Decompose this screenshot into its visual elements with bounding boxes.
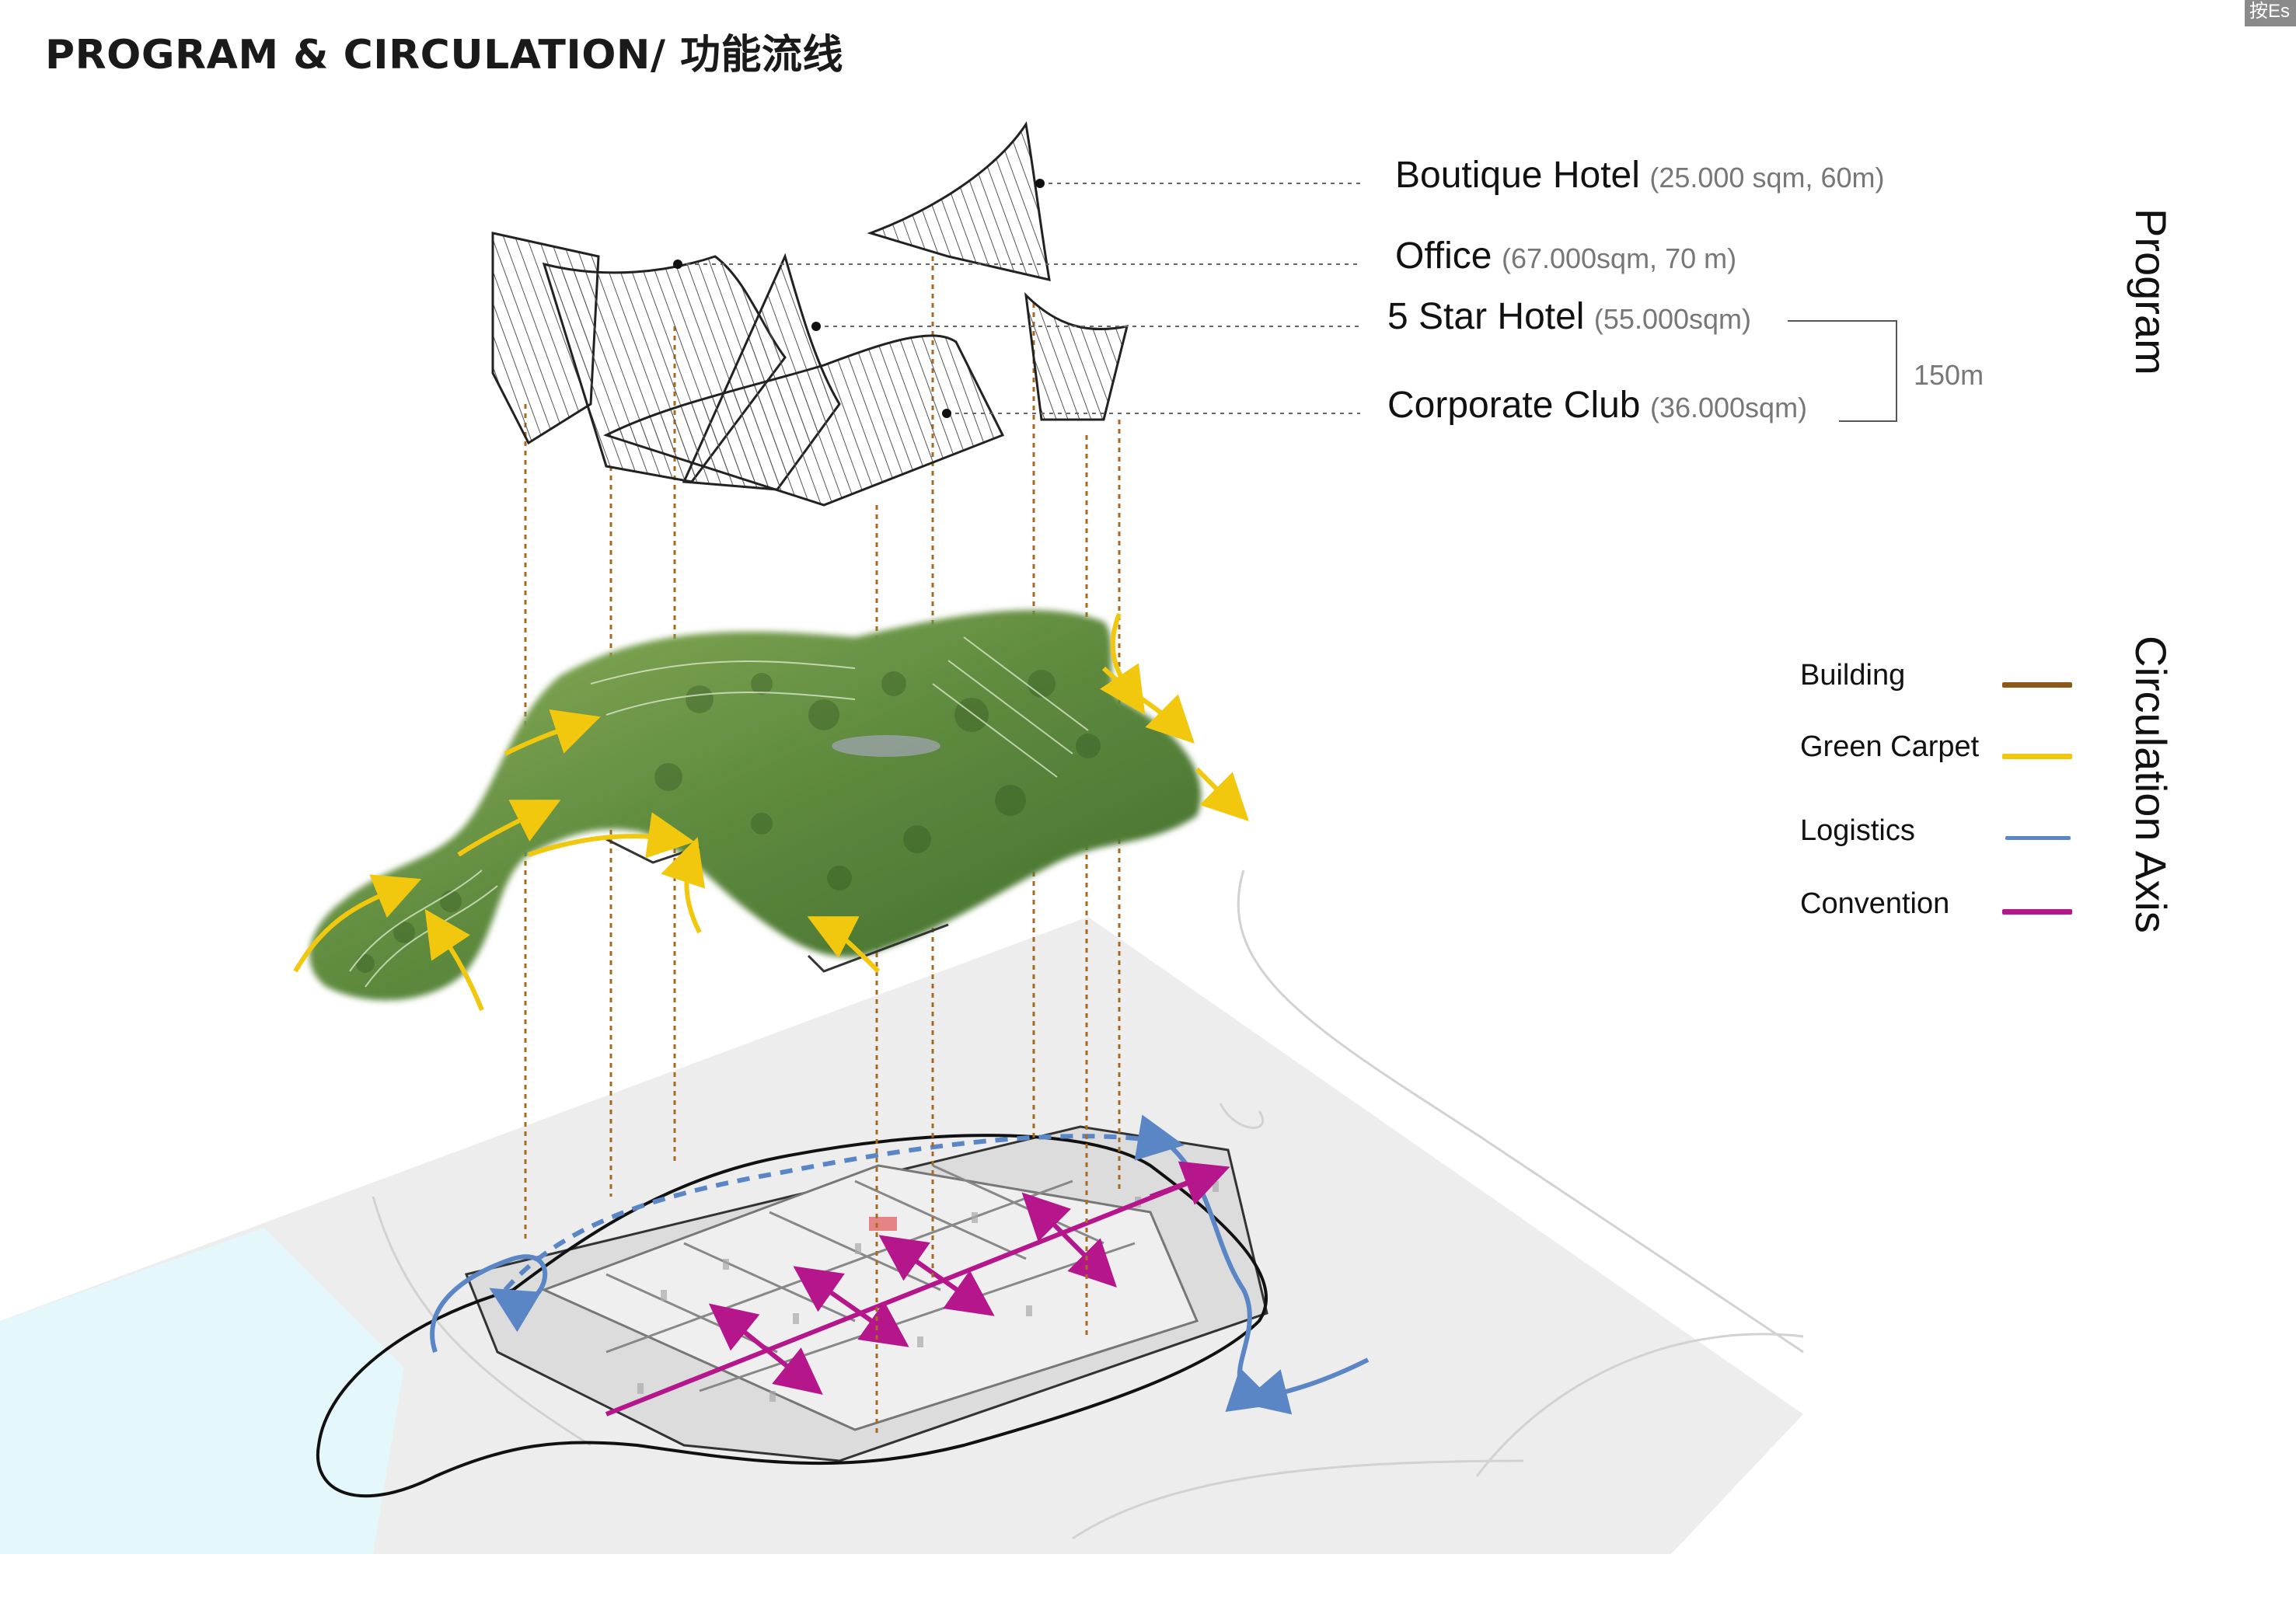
logistics-routes bbox=[430, 1114, 1370, 1415]
leader-dots bbox=[673, 179, 1045, 418]
program-item-name: Office bbox=[1395, 235, 1492, 277]
legend-label-green-carpet: Green Carpet bbox=[1800, 730, 1980, 763]
site-loop-road bbox=[316, 1134, 1268, 1498]
legend-label-convention: Convention bbox=[1800, 887, 1950, 920]
program-item-boutique-hotel: Boutique Hotel (25.000 sqm, 60m) bbox=[1395, 154, 1884, 197]
program-item-office: Office (67.000sqm, 70 m) bbox=[1395, 235, 1736, 277]
program-item-5-star-hotel: 5 Star Hotel (55.000sqm) bbox=[1387, 295, 1751, 338]
program-item-detail: (67.000sqm, 70 m) bbox=[1501, 242, 1737, 274]
legend-swatch-logistics bbox=[2005, 836, 2071, 840]
corner-tag: 按Es bbox=[2245, 0, 2296, 26]
program-item-corporate-club: Corporate Club (36.000sqm) bbox=[1387, 384, 1807, 427]
program-heading: Program bbox=[2127, 208, 2176, 375]
green-carpet-routes bbox=[293, 612, 1249, 1012]
page-title: PROGRAM & CIRCULATION/ 功能流线 bbox=[45, 32, 844, 78]
circulation-heading: Circulation Axis bbox=[2127, 636, 2176, 933]
program-item-detail: (55.000sqm) bbox=[1593, 303, 1752, 335]
program-item-detail: (25.000 sqm, 60m) bbox=[1649, 162, 1885, 193]
legend-label-logistics: Logistics bbox=[1800, 814, 1915, 847]
green-carpet bbox=[309, 610, 1202, 1001]
height-bracket bbox=[1788, 320, 1897, 422]
program-leader-lines bbox=[678, 183, 1360, 414]
water-body bbox=[0, 1228, 404, 1554]
height-bracket-label: 150m bbox=[1914, 359, 1984, 391]
legend-swatch-green-carpet bbox=[2002, 754, 2072, 759]
legend-swatch-convention bbox=[2002, 909, 2072, 915]
convention-routes bbox=[605, 1161, 1230, 1417]
program-item-name: Boutique Hotel bbox=[1395, 155, 1640, 196]
legend-label-building: Building bbox=[1800, 659, 1906, 692]
program-item-detail: (36.000sqm) bbox=[1649, 392, 1808, 423]
program-item-name: Corporate Club bbox=[1387, 385, 1641, 426]
program-item-name: 5 Star Hotel bbox=[1387, 296, 1585, 337]
legend-swatch-building bbox=[2002, 682, 2072, 688]
tower-masses bbox=[491, 121, 1129, 507]
